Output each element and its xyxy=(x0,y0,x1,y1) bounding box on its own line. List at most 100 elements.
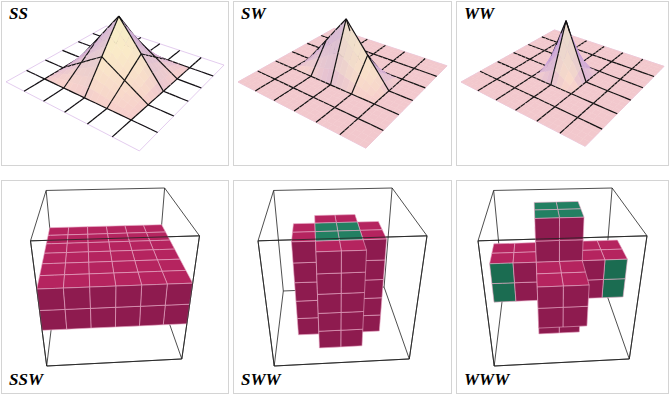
knot-line xyxy=(75,101,80,105)
knot-line xyxy=(352,116,358,119)
knot-line xyxy=(556,87,561,89)
knot-line xyxy=(154,46,157,48)
knot-line xyxy=(534,61,538,63)
knot-line xyxy=(326,111,331,115)
knot-line xyxy=(40,79,45,82)
knot-line xyxy=(40,77,45,79)
knot-line xyxy=(318,91,322,94)
knot-line xyxy=(551,69,555,85)
knot-line xyxy=(112,132,117,136)
knot-line xyxy=(190,68,196,70)
knot-line xyxy=(270,77,274,79)
knot-line xyxy=(506,65,510,67)
knot-line xyxy=(603,66,606,68)
knot-line xyxy=(45,60,49,62)
knot-line xyxy=(156,94,160,97)
knot-line xyxy=(54,64,58,66)
knot-line xyxy=(373,64,378,73)
knot-line xyxy=(198,57,201,59)
knot-line xyxy=(354,118,358,122)
knot-line xyxy=(306,74,311,76)
knot-line xyxy=(583,52,588,54)
knot-line xyxy=(340,110,346,113)
grid-line xyxy=(321,36,436,77)
knot-line xyxy=(187,68,190,71)
knot-line xyxy=(49,73,54,76)
knot-line xyxy=(357,37,362,46)
knot-line xyxy=(107,63,113,69)
knot-line xyxy=(59,86,64,88)
knot-line xyxy=(378,73,383,82)
knot-line xyxy=(373,54,378,56)
knot-line xyxy=(522,56,526,58)
knot-line xyxy=(515,85,519,88)
ground-grid xyxy=(461,30,664,146)
knot-line xyxy=(85,98,90,101)
knot-line xyxy=(586,82,591,84)
grid-line xyxy=(93,33,213,76)
grid-line xyxy=(255,34,350,91)
knot-line xyxy=(158,82,164,91)
knot-line xyxy=(382,45,385,47)
knot-line xyxy=(386,109,392,112)
knot-line xyxy=(274,97,279,100)
knot-line xyxy=(586,57,589,59)
knot-line xyxy=(331,85,336,87)
knot-line xyxy=(122,124,127,128)
knot-line xyxy=(532,77,537,79)
knot-line xyxy=(358,118,364,121)
surface-patch xyxy=(353,37,362,57)
surface-patch xyxy=(562,21,571,50)
knot-line xyxy=(255,88,260,91)
knot-line xyxy=(49,81,54,83)
knot-line xyxy=(289,86,294,88)
knot-line xyxy=(177,50,180,52)
knot-line xyxy=(160,91,164,94)
knot-line xyxy=(302,72,307,74)
knot-line xyxy=(77,63,81,69)
knot-line xyxy=(163,88,167,91)
knot-line xyxy=(311,76,316,78)
ground-grid xyxy=(6,26,224,151)
knot-line xyxy=(316,78,321,80)
knot-line xyxy=(343,97,347,100)
knot-line xyxy=(184,70,187,73)
knot-line xyxy=(596,71,599,74)
knot-line xyxy=(519,90,524,92)
knot-line xyxy=(35,75,40,77)
knot-line xyxy=(366,107,370,111)
knot-line xyxy=(74,93,79,95)
knot-line xyxy=(334,52,338,68)
knot-line xyxy=(393,112,399,115)
knot-line xyxy=(64,88,69,90)
knot-line xyxy=(67,52,71,54)
knot-line xyxy=(176,96,182,99)
knot-line xyxy=(183,81,189,83)
knot-line xyxy=(29,85,34,88)
knot-line xyxy=(593,55,598,57)
knot-line xyxy=(607,60,612,62)
knot-line xyxy=(78,42,82,44)
knot-line xyxy=(338,36,342,53)
knot-line xyxy=(519,82,523,85)
knot-line xyxy=(276,61,280,63)
knot-line xyxy=(130,86,136,92)
knot-line xyxy=(321,81,326,83)
knot-line xyxy=(262,73,266,75)
knot-line xyxy=(510,86,515,88)
knot-line xyxy=(307,43,311,45)
knot-line xyxy=(331,69,335,85)
knot-line xyxy=(364,39,367,41)
knot-line xyxy=(113,68,119,74)
knot-line xyxy=(543,88,547,91)
knot-line xyxy=(536,79,541,81)
knot-line xyxy=(316,118,321,122)
knot-line xyxy=(302,79,306,82)
knot-line xyxy=(173,62,178,64)
knot-line xyxy=(522,62,526,64)
knot-line xyxy=(297,70,302,72)
knot-line xyxy=(492,79,497,82)
knot-line xyxy=(422,59,425,61)
knot-line xyxy=(148,101,152,105)
knot-line xyxy=(389,88,392,91)
